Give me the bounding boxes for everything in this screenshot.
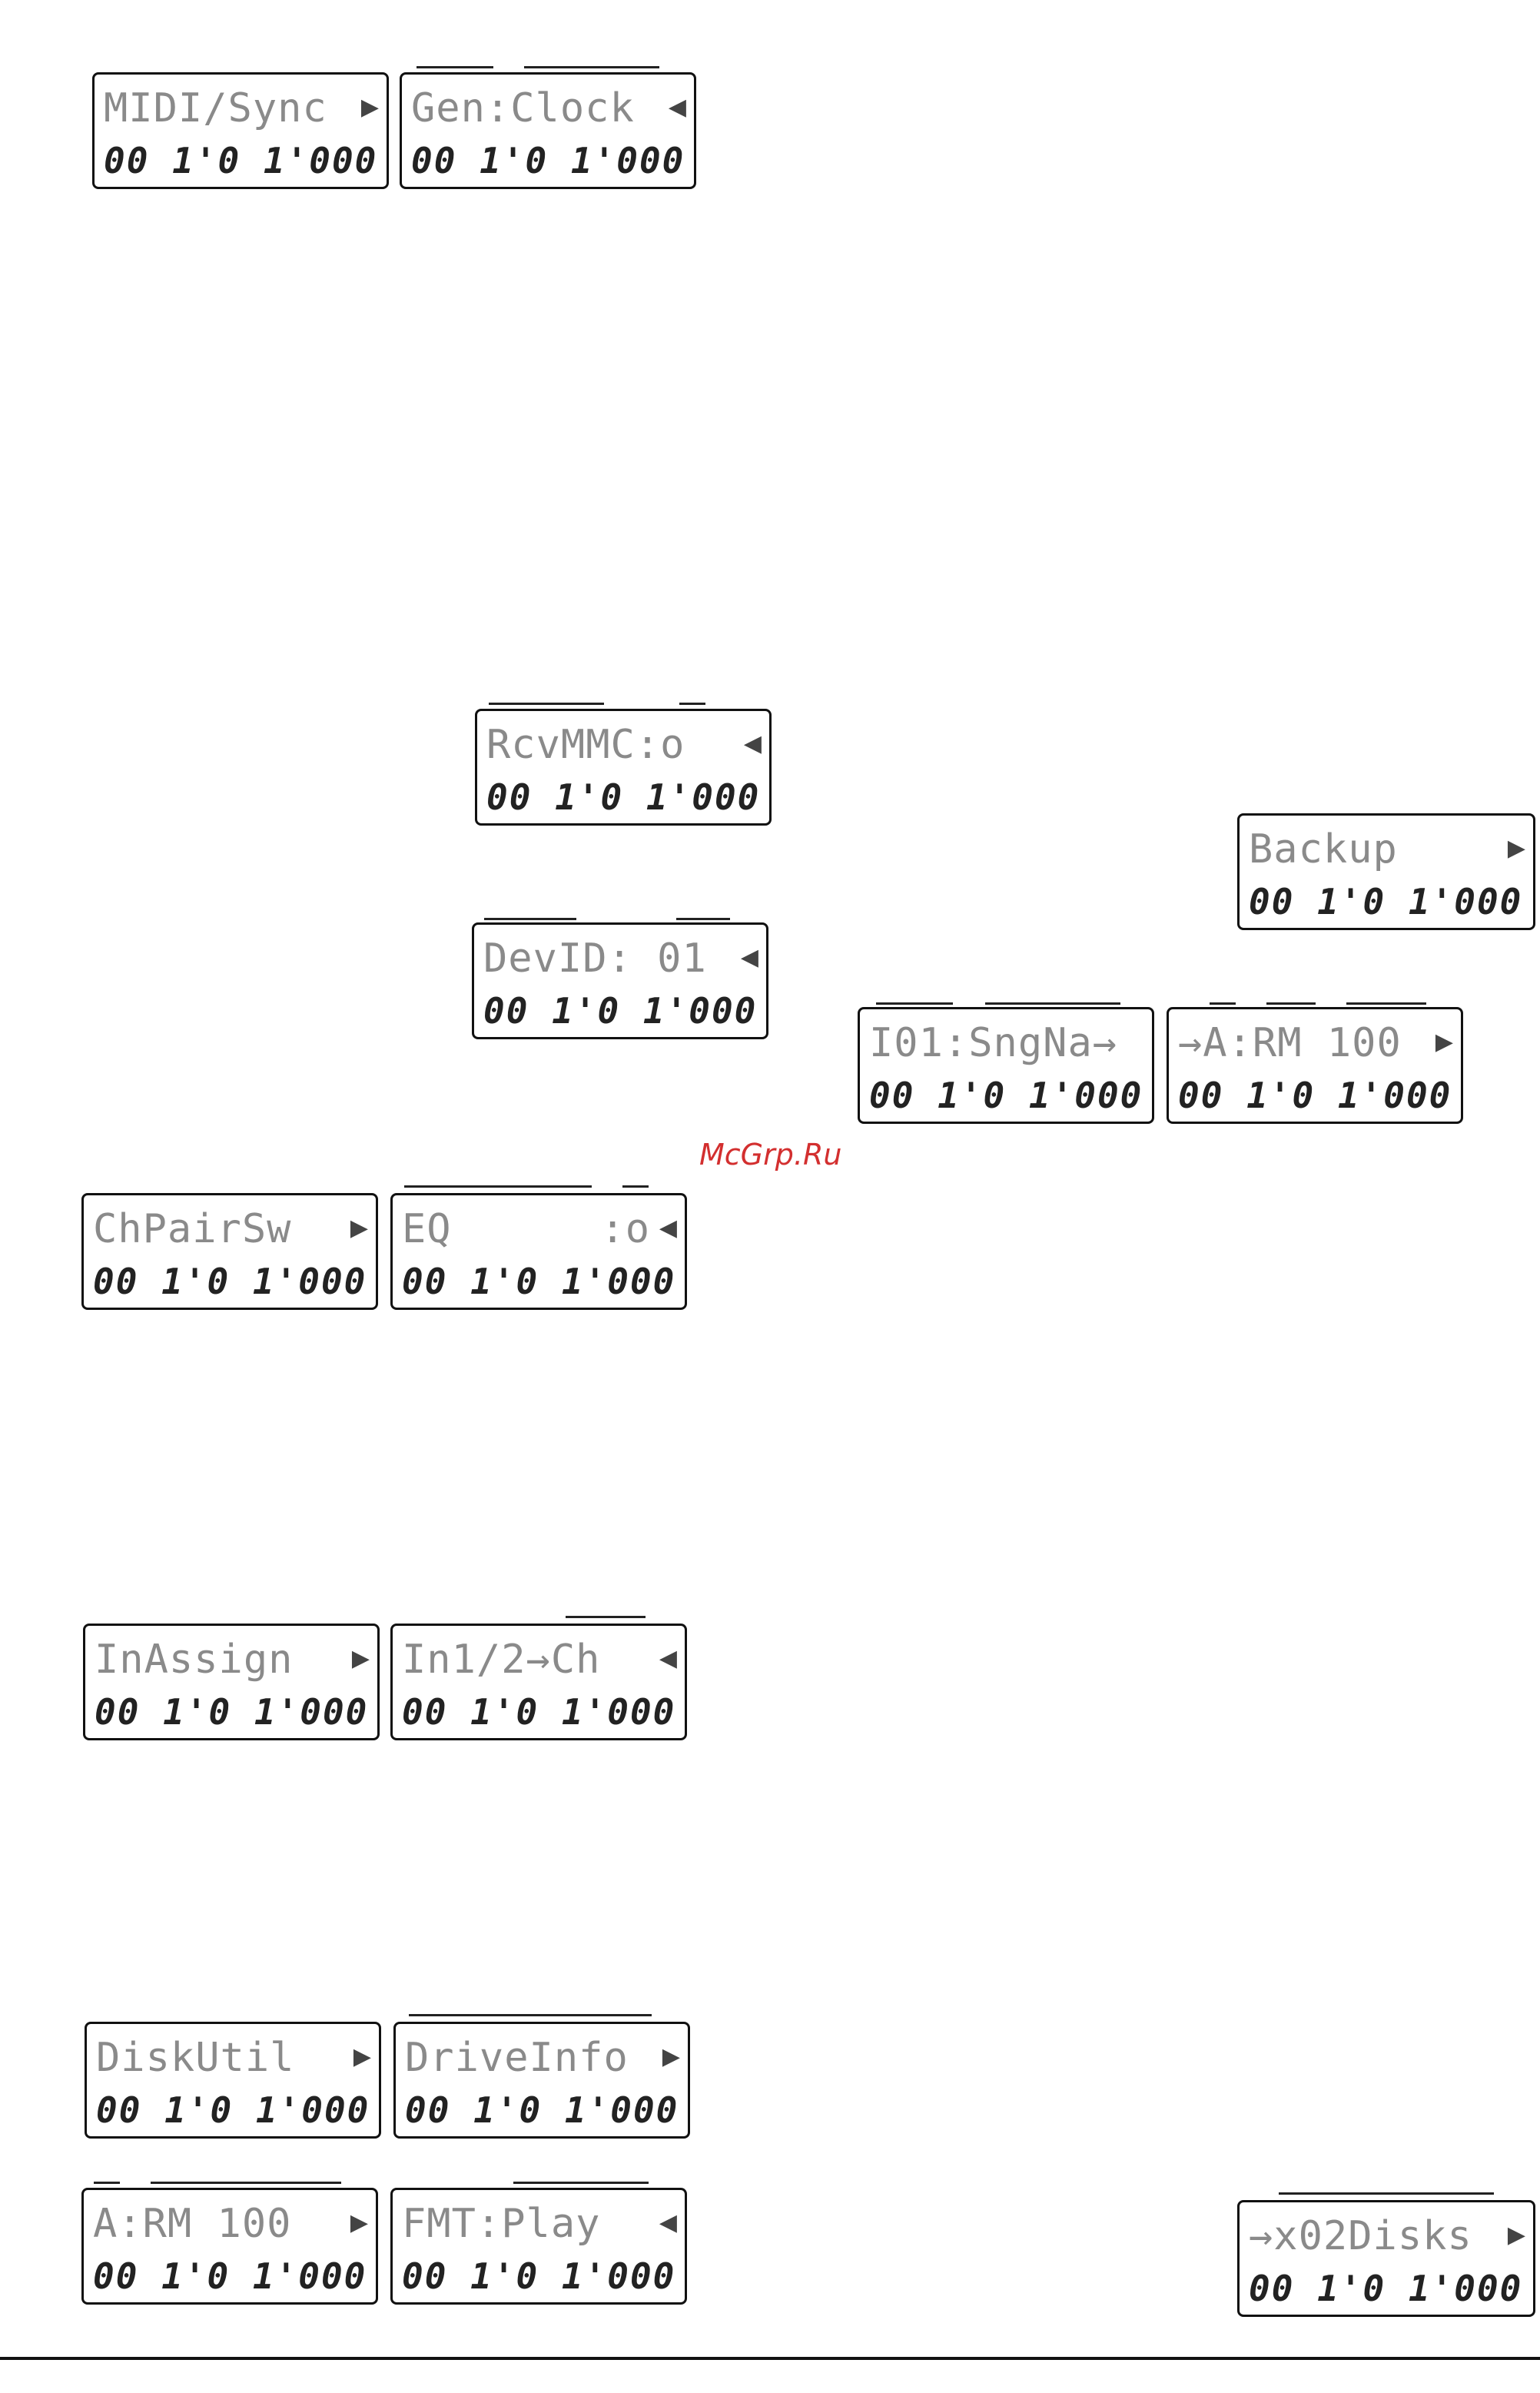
lcd-midi-sync: MIDI/Sync ▶ 00 1'0 1'000	[92, 72, 389, 189]
lcd-line1: ChPairSw	[93, 1206, 292, 1252]
right-arrow-icon: ▶	[1507, 835, 1525, 862]
left-arrow-icon: ◀	[668, 94, 686, 121]
underline	[489, 703, 604, 705]
underline	[524, 66, 659, 68]
underline	[404, 1185, 592, 1188]
lcd-line1: In1/2→Ch	[402, 1637, 601, 1683]
lcd-fmt-play: FMT:Play ◀ 00 1'0 1'000	[390, 2188, 687, 2305]
lcd-counter: 00 1'0 1'000	[1249, 2268, 1523, 2309]
lcd-line1: I01:SngNa→	[869, 1020, 1118, 1066]
lcd-line1: A:RM 100	[93, 2201, 292, 2247]
lcd-line1: FMT:Play	[402, 2201, 601, 2247]
lcd-ram-100: →A:RM 100 ▶ 00 1'0 1'000	[1167, 1007, 1463, 1124]
underline	[94, 2182, 120, 2184]
lcd-line1: Backup	[1249, 826, 1398, 872]
right-arrow-icon: ▶	[350, 2209, 368, 2236]
lcd-gen-clock: Gen:Clock ◀ 00 1'0 1'000	[400, 72, 696, 189]
lcd-counter: 00 1'0 1'000	[96, 2089, 370, 2131]
underline	[513, 2182, 649, 2184]
lcd-counter: 00 1'0 1'000	[869, 1075, 1143, 1116]
underline	[622, 1185, 649, 1188]
left-arrow-icon: ◀	[743, 730, 762, 757]
lcd-line1: RcvMMC:o	[486, 722, 685, 768]
lcd-line1: MIDI/Sync	[104, 85, 327, 131]
right-arrow-icon: ▶	[360, 94, 379, 121]
lcd-ch-pair-sw: ChPairSw ▶ 00 1'0 1'000	[81, 1193, 378, 1310]
lcd-dev-id: DevID: 01 ◀ 00 1'0 1'000	[472, 922, 768, 1039]
lcd-counter: 00 1'0 1'000	[1249, 881, 1523, 922]
right-arrow-icon: ▶	[1435, 1029, 1453, 1055]
lcd-counter: 00 1'0 1'000	[411, 140, 685, 181]
lcd-counter: 00 1'0 1'000	[402, 1691, 676, 1733]
right-arrow-icon: ▶	[1507, 2222, 1525, 2248]
lcd-counter: 00 1'0 1'000	[1178, 1075, 1452, 1116]
lcd-counter: 00 1'0 1'000	[93, 2255, 367, 2297]
lcd-counter: 00 1'0 1'000	[104, 140, 378, 181]
left-arrow-icon: ◀	[740, 944, 758, 971]
underline	[985, 1002, 1120, 1005]
right-arrow-icon: ▶	[351, 1645, 370, 1672]
lcd-line1: →x02Disks	[1249, 2213, 1472, 2259]
lcd-counter: 00 1'0 1'000	[405, 2089, 679, 2131]
lcd-line1: DevID: 01	[483, 936, 707, 982]
lcd-counter: 00 1'0 1'000	[486, 776, 761, 818]
left-arrow-icon: ◀	[659, 1215, 677, 1241]
underline	[566, 1616, 646, 1618]
lcd-counter: 00 1'0 1'000	[95, 1691, 369, 1733]
left-arrow-icon: ◀	[659, 1645, 677, 1672]
underline	[679, 703, 705, 705]
underline	[1210, 1002, 1236, 1005]
underline	[1346, 1002, 1426, 1005]
right-arrow-icon: ▶	[662, 2043, 680, 2070]
lcd-line1: DiskUtil	[96, 2035, 295, 2081]
underline	[876, 1002, 953, 1005]
watermark: McGrp.Ru	[699, 1138, 842, 1172]
lcd-counter: 00 1'0 1'000	[93, 1261, 367, 1302]
lcd-counter: 00 1'0 1'000	[483, 990, 758, 1032]
lcd-line1: EQ :o	[402, 1206, 651, 1252]
lcd-counter: 00 1'0 1'000	[402, 1261, 676, 1302]
lcd-line1: Gen:Clock	[411, 85, 635, 131]
right-arrow-icon: ▶	[350, 1215, 368, 1241]
lcd-rcv-mmc: RcvMMC:o ◀ 00 1'0 1'000	[475, 709, 772, 826]
underline	[151, 2182, 341, 2184]
underline	[417, 66, 493, 68]
lcd-disk-util: DiskUtil ▶ 00 1'0 1'000	[85, 2022, 381, 2139]
lcd-song-name: I01:SngNa→ 00 1'0 1'000	[858, 1007, 1154, 1124]
lcd-counter: 00 1'0 1'000	[402, 2255, 676, 2297]
lcd-x02-disks: →x02Disks ▶ 00 1'0 1'000	[1237, 2200, 1535, 2317]
left-arrow-icon: ◀	[659, 2209, 677, 2236]
lcd-in-ch: In1/2→Ch ◀ 00 1'0 1'000	[390, 1624, 687, 1740]
underline	[409, 2014, 652, 2016]
lcd-backup: Backup ▶ 00 1'0 1'000	[1237, 813, 1535, 930]
lcd-line1: →A:RM 100	[1178, 1020, 1402, 1066]
underline	[676, 918, 730, 920]
lcd-line1: InAssign	[95, 1637, 294, 1683]
underline	[484, 918, 576, 920]
lcd-in-assign: InAssign ▶ 00 1'0 1'000	[83, 1624, 380, 1740]
lcd-line1: DriveInfo	[405, 2035, 629, 2081]
lcd-drive-info: DriveInfo ▶ 00 1'0 1'000	[393, 2022, 690, 2139]
underline	[1266, 1002, 1316, 1005]
right-arrow-icon: ▶	[353, 2043, 371, 2070]
lcd-eq: EQ :o ◀ 00 1'0 1'000	[390, 1193, 687, 1310]
page-divider	[0, 2357, 1540, 2360]
underline	[1279, 2192, 1494, 2195]
lcd-ram-100-b: A:RM 100 ▶ 00 1'0 1'000	[81, 2188, 378, 2305]
